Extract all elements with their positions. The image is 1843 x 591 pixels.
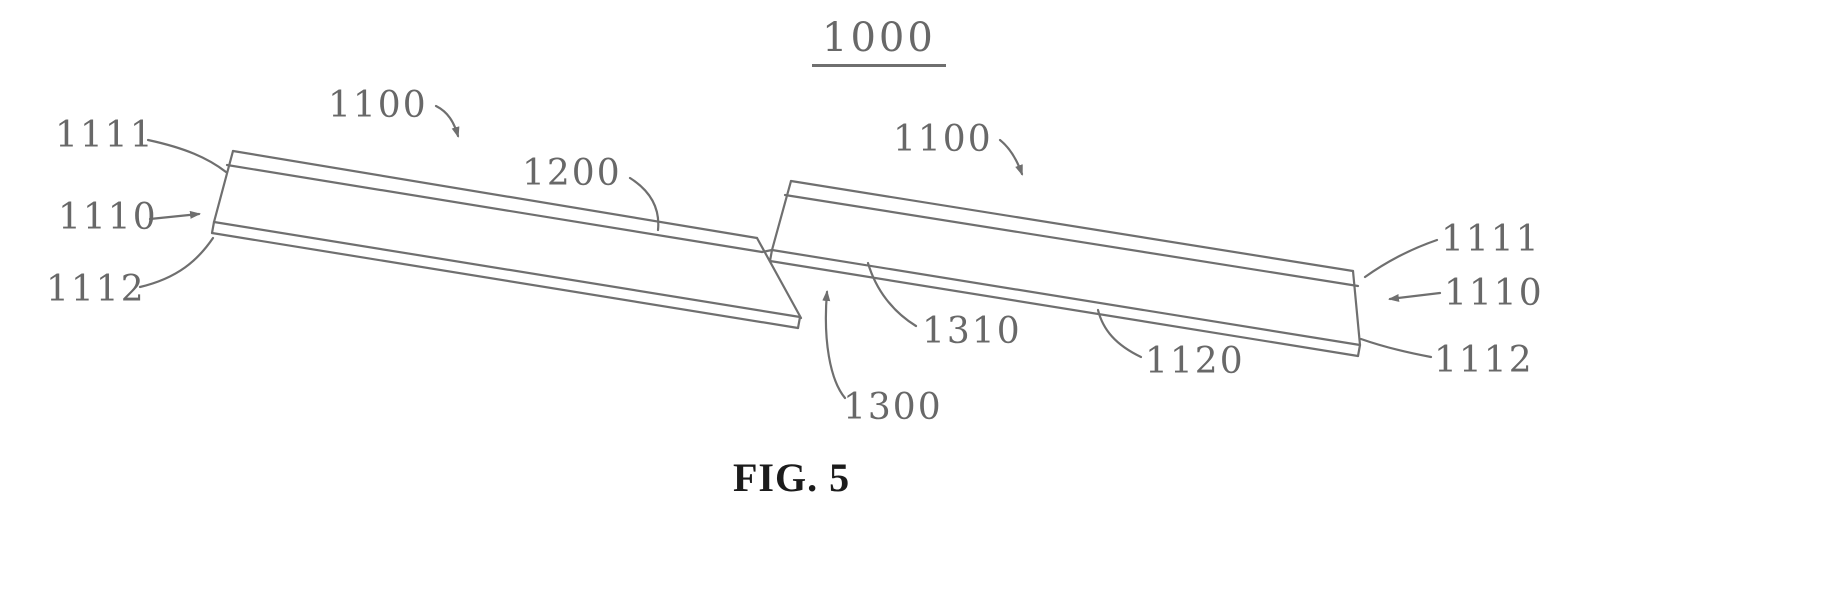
leader-line-1110-left bbox=[148, 210, 201, 221]
left-panel-bottom-edge-2 bbox=[210, 231, 800, 330]
right-panel-bottom-edge-2 bbox=[768, 259, 1360, 358]
ref-label-1112-right: 1112 bbox=[1434, 340, 1534, 381]
leader-line-1120 bbox=[1096, 308, 1143, 359]
figure-caption: FIG. 5 bbox=[733, 455, 851, 500]
left-panel-left-bottom-cap bbox=[210, 220, 216, 235]
leader-lines bbox=[138, 104, 1442, 400]
leader-line-1110-right bbox=[1388, 291, 1442, 302]
leader-line-1300 bbox=[822, 290, 847, 400]
leader-line-1111-right bbox=[1363, 238, 1439, 279]
left-panel-bottom-edge-1 bbox=[212, 220, 802, 319]
figure-reference-number: 1000 bbox=[812, 18, 946, 67]
leader-line-1111-left bbox=[146, 138, 228, 174]
leader-line-1310 bbox=[866, 261, 918, 328]
leader-line-1100-right bbox=[998, 138, 1024, 176]
right-panel-bottom-edge-1 bbox=[770, 248, 1362, 347]
right-panel-top-edge bbox=[789, 179, 1355, 273]
ref-label-1110-left: 1110 bbox=[58, 197, 158, 238]
leader-line-1112-left bbox=[138, 236, 215, 289]
leader-line-1100-left bbox=[434, 104, 460, 138]
ref-label-1300: 1300 bbox=[843, 387, 943, 428]
ref-label-1111-right: 1111 bbox=[1441, 219, 1541, 260]
left-panel-left-end-cap bbox=[212, 149, 235, 224]
left-panel-right-bottom-cap bbox=[796, 315, 802, 330]
right-panel-upper-layer-line bbox=[783, 193, 1360, 288]
right-panel-left-bottom-cap bbox=[768, 248, 774, 263]
ref-label-1100-right: 1100 bbox=[893, 119, 993, 160]
ref-label-1112-left: 1112 bbox=[46, 269, 146, 310]
left-panel-top-edge bbox=[231, 149, 759, 240]
right-panel-right-bottom-cap bbox=[1356, 343, 1362, 358]
leader-line-1200 bbox=[628, 176, 660, 232]
ref-label-1120: 1120 bbox=[1145, 341, 1245, 382]
ref-label-1200: 1200 bbox=[522, 153, 622, 194]
left-panel-drawing bbox=[210, 149, 803, 330]
right-panel-left-end-cap bbox=[770, 179, 793, 252]
ref-label-1310: 1310 bbox=[922, 311, 1022, 352]
right-panel-drawing bbox=[760, 179, 1362, 358]
left-panel-upper-layer-line bbox=[225, 163, 764, 254]
left-panel-right-end-cap bbox=[755, 236, 803, 320]
leader-line-1112-right bbox=[1359, 337, 1433, 359]
ref-label-1110-right: 1110 bbox=[1444, 273, 1544, 314]
ref-label-1111-left: 1111 bbox=[55, 115, 155, 156]
panel-junction-line bbox=[760, 248, 774, 254]
ref-label-1100-left: 1100 bbox=[328, 85, 428, 126]
right-panel-right-end-cap bbox=[1351, 269, 1362, 347]
